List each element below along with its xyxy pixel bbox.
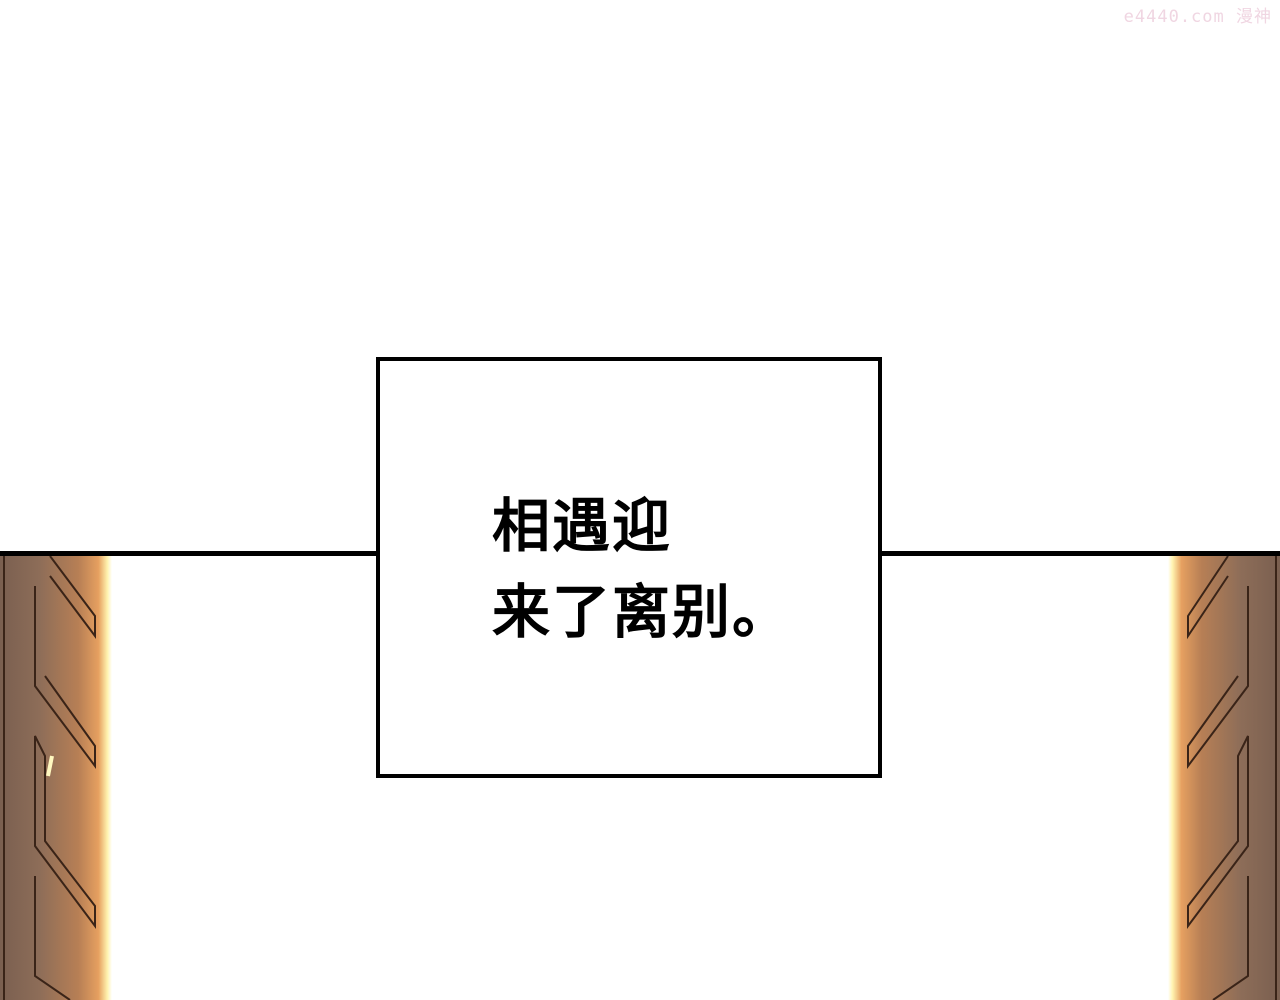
left-pillar-art (0, 556, 112, 1000)
caption-text: 相遇迎 来了离别。 (492, 483, 792, 655)
caption-box: 相遇迎 来了离别。 (376, 357, 882, 778)
watermark: e4440.com 漫神 (1123, 7, 1272, 27)
caption-line-1: 相遇迎 (492, 492, 673, 560)
right-pillar-art (1168, 556, 1280, 1000)
caption-line-2: 来了离别。 (492, 578, 793, 646)
